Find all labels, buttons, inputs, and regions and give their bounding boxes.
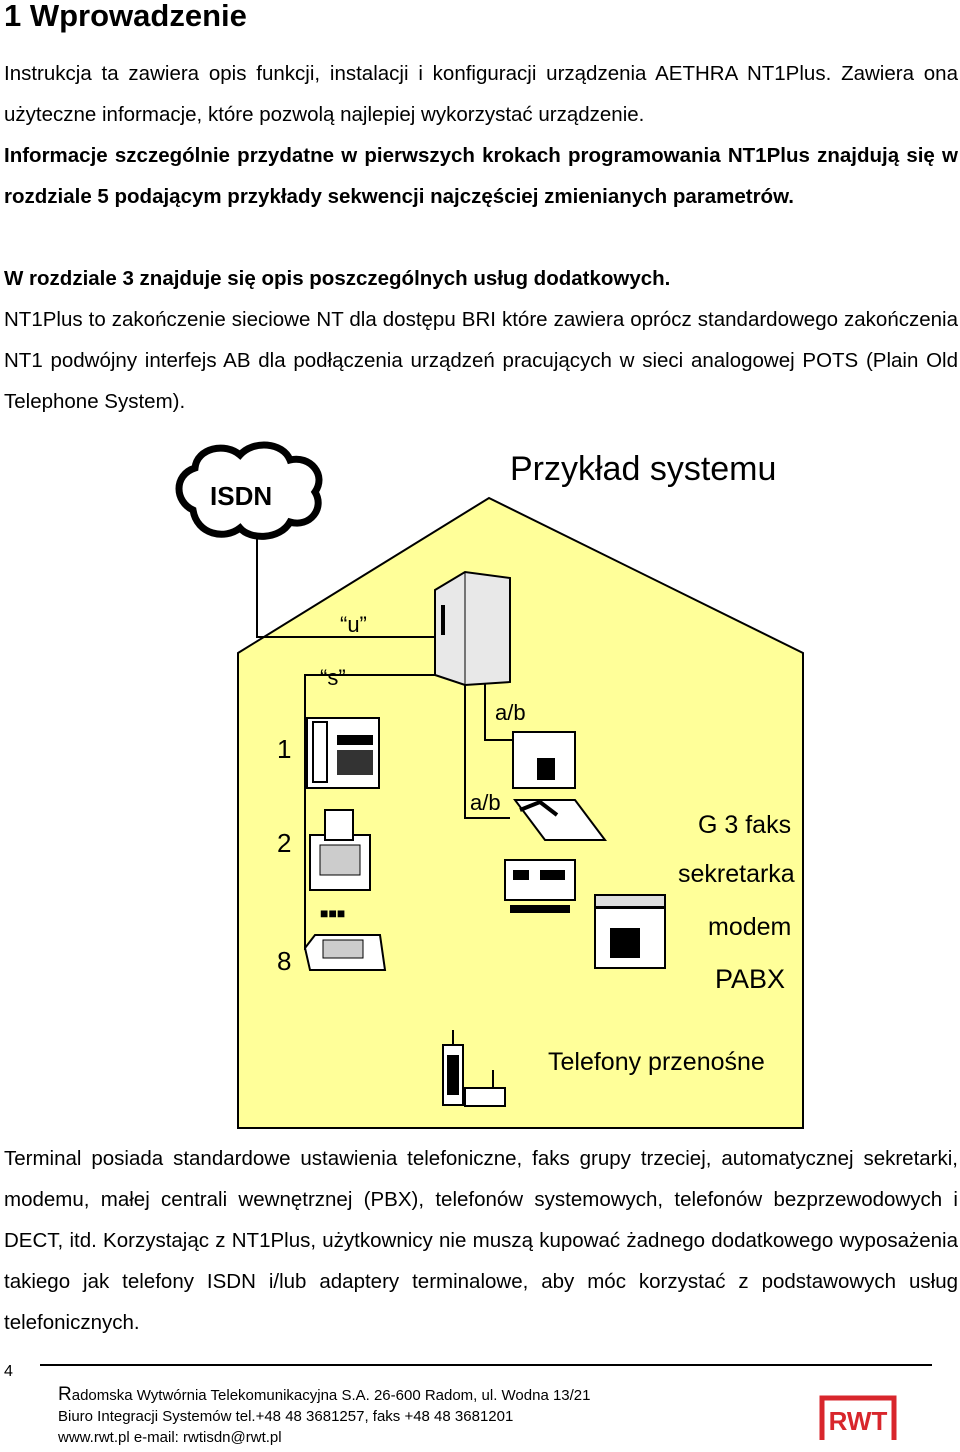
analog-phone-icon xyxy=(512,731,576,789)
ab-label-1: a/b xyxy=(495,700,526,725)
intro-paragraph: Instrukcja ta zawiera opis funkcji, inst… xyxy=(4,62,958,126)
programming-hint-paragraph: Informacje szczególnie przydatne w pierw… xyxy=(4,144,958,208)
ab-line-1 xyxy=(484,683,515,741)
ab-label-2: a/b xyxy=(470,790,501,815)
terminal-number-8: 8 xyxy=(277,946,291,976)
footer-divider xyxy=(40,1364,932,1366)
terminal-capabilities-paragraph: Terminal posiada standardowe ustawienia … xyxy=(4,1147,958,1334)
footer-web-email: www.rwt.pl e-mail: rwtisdn@rwt.pl xyxy=(58,1429,282,1446)
analog-phone-2-icon xyxy=(513,799,607,841)
isdn-terminal-icon xyxy=(309,809,371,891)
s-bus-line xyxy=(304,674,435,950)
label-pabx: PABX xyxy=(715,964,785,994)
isdn-label: ISDN xyxy=(210,481,272,511)
isdn-terminal-8-icon xyxy=(303,934,387,971)
nt1plus-device-icon xyxy=(434,570,511,687)
nt1plus-description-paragraph: NT1Plus to zakończenie sieciowe NT dla d… xyxy=(4,308,958,413)
footer-phone-fax: Biuro Integracji Systemów tel.+48 48 368… xyxy=(58,1408,514,1425)
footer-company-address: adomska Wytwórnia Telekomunikacyjna S.A.… xyxy=(71,1387,591,1404)
pabx-icon xyxy=(594,894,666,969)
u-interface-label: “u” xyxy=(340,612,367,637)
diagram-title: Przykład systemu xyxy=(510,450,776,488)
chapter-heading: 1 Wprowadzenie xyxy=(4,0,247,33)
modem-icon xyxy=(504,859,576,913)
label-modem: modem xyxy=(708,913,791,941)
s-interface-label: “s” xyxy=(320,665,346,690)
terminal-number-2: 2 xyxy=(277,828,291,858)
terminal-ellipsis: ■■■ xyxy=(320,905,345,921)
label-answering-machine: sekretarka xyxy=(678,860,795,888)
page-number: 4 xyxy=(4,1363,13,1380)
system-example-diagram: ISDN “u” “s” a/b a/b xyxy=(175,441,804,1129)
u-line xyxy=(256,535,435,638)
label-cordless-phones: Telefony przenośne xyxy=(548,1048,765,1076)
footer-contact: Radomska Wytwórnia Telekomunikacyjna S.A… xyxy=(58,1384,591,1448)
terminal-number-1: 1 xyxy=(277,734,291,764)
rwt-logo: RWT xyxy=(819,1395,897,1440)
footer-initial: R xyxy=(58,1384,72,1405)
ab-line-2 xyxy=(464,685,510,819)
cordless-phone-icon xyxy=(442,1030,506,1107)
svg-text:RWT: RWT xyxy=(829,1406,888,1436)
services-hint-paragraph: W rozdziale 3 znajduje się opis poszczeg… xyxy=(4,267,671,290)
isdn-cloud: ISDN xyxy=(175,441,323,540)
isdn-phone-icon xyxy=(306,717,380,789)
label-fax: G 3 faks xyxy=(698,811,791,839)
